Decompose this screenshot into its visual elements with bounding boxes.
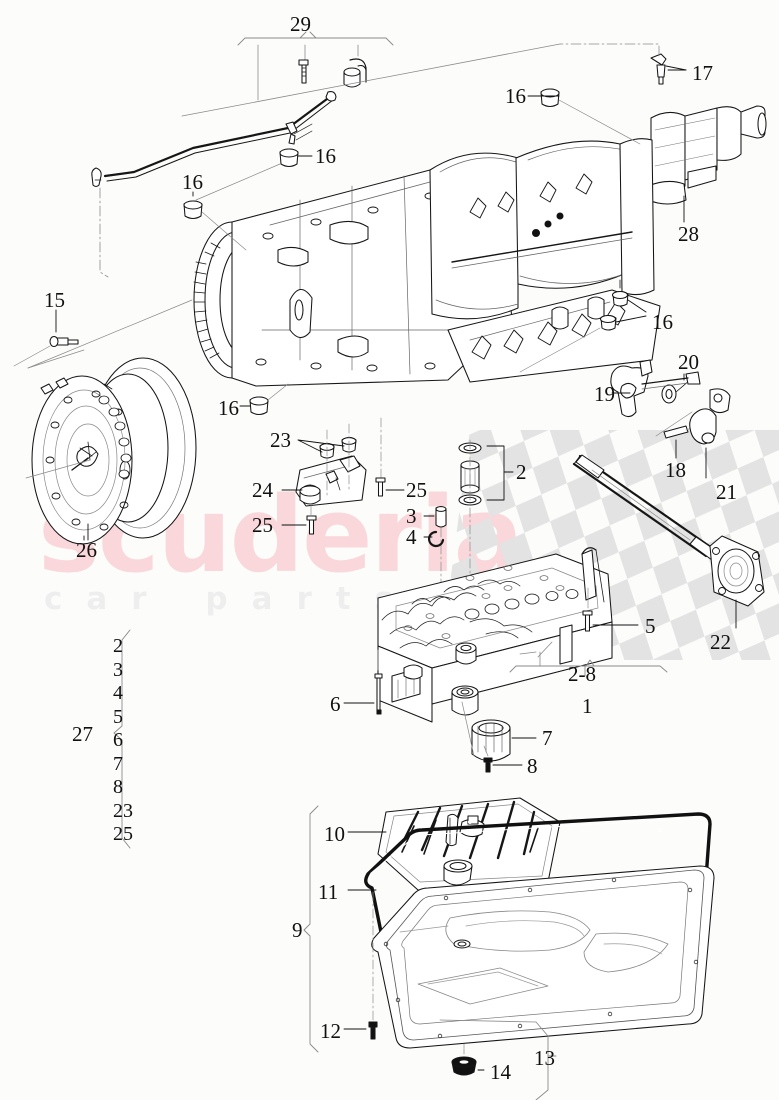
part-15-bolt [13, 309, 79, 367]
group-27-member: 7 [113, 752, 123, 775]
callout-16-b[interactable]: 16 [315, 144, 336, 168]
callout-15[interactable]: 15 [44, 288, 65, 312]
callout-7[interactable]: 7 [542, 726, 553, 750]
group-27-member-list: 2 3 4 5 6 7 8 23 25 [113, 635, 133, 847]
callout-16-d[interactable]: 16 [652, 310, 673, 334]
callout-28[interactable]: 28 [678, 222, 699, 246]
part-28-extension-housing [647, 105, 767, 223]
part-8-screw [483, 745, 523, 773]
part-12-pan-bolt [343, 889, 378, 1040]
part-16-plugs [183, 88, 647, 416]
part-22-propshaft [572, 454, 765, 629]
group-27-member: 3 [113, 658, 123, 681]
group-27-member: 6 [113, 729, 123, 751]
callout-26[interactable]: 26 [76, 538, 97, 562]
part-17-sensor [181, 43, 687, 117]
group-27-member: 8 [113, 776, 123, 798]
callout-19[interactable]: 19 [594, 382, 615, 406]
callout-9[interactable]: 9 [292, 918, 303, 942]
callout-17[interactable]: 17 [692, 61, 713, 85]
group-27-member: 4 [113, 682, 123, 704]
callout-10[interactable]: 10 [324, 822, 345, 846]
callout-3[interactable]: 3 [406, 504, 417, 528]
callout-21[interactable]: 21 [716, 480, 737, 504]
callout-1[interactable]: 1 [582, 694, 593, 718]
part-main-transmission-housing [193, 138, 661, 387]
callout-12[interactable]: 12 [320, 1019, 341, 1043]
callout-25-b[interactable]: 25 [252, 513, 273, 537]
part-13-oil-pan [371, 865, 715, 1100]
callout-23[interactable]: 23 [270, 428, 291, 452]
group-27-member: 2 [113, 635, 123, 657]
group-27-member: 25 [113, 823, 133, 845]
part-26-torque-converter [25, 299, 197, 545]
callout-16-a[interactable]: 16 [505, 84, 526, 108]
callout-14[interactable]: 14 [490, 1060, 511, 1084]
callout-20[interactable]: 20 [678, 350, 699, 374]
part-1-valve-body [377, 547, 668, 723]
callout-6[interactable]: 6 [330, 692, 341, 716]
callout-18[interactable]: 18 [665, 458, 686, 482]
part-4-circlip [423, 530, 445, 548]
part-2-regulator-stack [458, 439, 514, 607]
callout-24[interactable]: 24 [252, 478, 273, 502]
part-5-bolt [582, 587, 639, 632]
bracket-27 [113, 629, 131, 849]
callout-25-a[interactable]: 25 [406, 478, 427, 502]
part-6-long-bolt [343, 649, 383, 715]
part-19-selector-lever [610, 359, 653, 418]
part-24-park-lock-bracket [281, 417, 405, 535]
callout-16-e[interactable]: 16 [218, 396, 239, 420]
part-21-park-pawl-lever [641, 371, 731, 479]
callout-4[interactable]: 4 [406, 525, 417, 549]
part-10-oil-filter [347, 797, 561, 891]
callout-2-8[interactable]: 2-8 [568, 662, 596, 686]
bracket-9 [303, 805, 319, 1053]
callout-29[interactable]: 29 [290, 12, 311, 36]
part-7-connector [461, 701, 537, 762]
group-27-member: 5 [113, 705, 123, 728]
callout-27[interactable]: 27 [72, 722, 93, 746]
callout-13[interactable]: 13 [534, 1046, 555, 1070]
part-14-drain-plug [451, 1043, 485, 1076]
callout-11[interactable]: 11 [318, 880, 339, 904]
part-20-washer [661, 373, 691, 404]
part-29-dipstick-assembly [91, 31, 394, 278]
callout-16-c[interactable]: 16 [182, 170, 203, 194]
group-27-member: 23 [113, 799, 133, 822]
callout-2[interactable]: 2 [516, 460, 527, 484]
callout-5[interactable]: 5 [645, 614, 656, 638]
callout-22[interactable]: 22 [710, 630, 731, 654]
callout-8[interactable]: 8 [527, 754, 538, 778]
